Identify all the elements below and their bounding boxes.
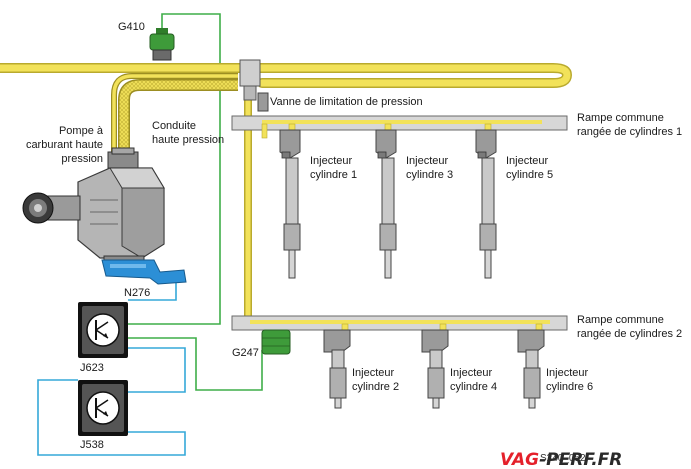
injector-1-label-2: cylindre 1: [310, 169, 357, 181]
wiring-green: [128, 13, 263, 391]
injector-labels: Injecteur cylindre 1 Injecteur cylindre 3 In…: [310, 155, 593, 393]
label-j538: J538: [80, 439, 104, 451]
injector-6: [517, 323, 545, 409]
label-pump-3: pression: [61, 153, 103, 165]
label-rail1-2: rangée de cylindres 1: [577, 126, 682, 138]
injector-4: [323, 323, 351, 409]
high-pressure-pump: [22, 147, 165, 267]
label-rail1-1: Rampe commune: [577, 112, 664, 124]
injector-2: [375, 123, 397, 279]
ref-code: S240_052: [540, 453, 586, 464]
injector-5-label-1: Injecteur: [450, 367, 493, 379]
high-pressure-line: [111, 73, 238, 158]
injector-3: [475, 123, 497, 279]
label-pump-1: Pompe à: [59, 125, 104, 137]
label-j623: J623: [80, 362, 104, 374]
injectors-layer: [279, 123, 545, 409]
injector-5-label-2: cylindre 4: [450, 381, 497, 393]
j623-ecu: [78, 302, 128, 358]
rail-bank-1: [231, 115, 568, 139]
injector-3-label-1: Injecteur: [506, 155, 549, 167]
injector-1-label-1: Injecteur: [310, 155, 353, 167]
label-g247: G247: [232, 347, 259, 359]
g410-sensor: [149, 28, 175, 61]
injector-2-label-2: cylindre 3: [406, 169, 453, 181]
watermark: VAG-PERF.FR: [500, 450, 622, 469]
label-hp-line-1: Conduite: [152, 120, 196, 132]
injector-2-label-1: Injecteur: [406, 155, 449, 167]
injector-6-label-2: cylindre 6: [546, 381, 593, 393]
label-n276: N276: [124, 287, 150, 299]
rail-bank-2: [231, 315, 568, 331]
low-pressure-line: [0, 63, 573, 318]
j538-ecu: [78, 380, 128, 436]
pressure-limiting-valve: [239, 59, 269, 112]
g247-sensor: [261, 329, 291, 355]
injector-3-label-2: cylindre 5: [506, 169, 553, 181]
label-g410: G410: [118, 21, 145, 33]
injector-1: [279, 123, 301, 279]
injector-4-label-2: cylindre 2: [352, 381, 399, 393]
n276-valve: [101, 259, 187, 285]
label-limit-valve: Vanne de limitation de pression: [270, 96, 423, 108]
label-rail2-2: rangée de cylindres 2: [577, 328, 682, 340]
label-rail2-1: Rampe commune: [577, 314, 664, 326]
injector-5: [421, 323, 449, 409]
injector-4-label-1: Injecteur: [352, 367, 395, 379]
label-pump-2: carburant haute: [26, 139, 103, 151]
injector-6-label-1: Injecteur: [546, 367, 589, 379]
label-hp-line-2: haute pression: [152, 134, 224, 146]
